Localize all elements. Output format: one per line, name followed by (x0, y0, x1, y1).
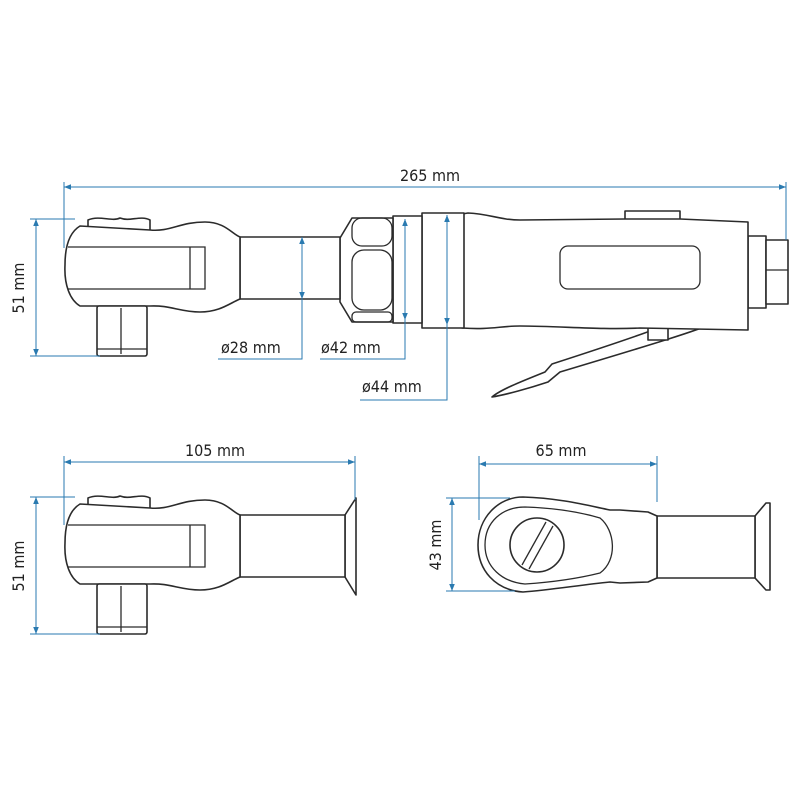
ratchet-head (64, 221, 241, 313)
direction-selector (509, 517, 565, 573)
air-inlet (765, 239, 789, 305)
motor-housing (461, 212, 749, 331)
head-side-dimensions (30, 456, 356, 635)
hex-nut (339, 217, 394, 323)
flange (754, 502, 771, 591)
collar (392, 215, 423, 324)
grip-label-area (559, 245, 701, 290)
head-top-dimensions (446, 456, 658, 592)
body-diameter-label: ø44 mm (362, 377, 422, 396)
head-top-view (477, 496, 771, 593)
length-label: 265 mm (400, 166, 460, 185)
square-drive (96, 305, 148, 357)
rear-fitting (747, 235, 767, 309)
height-label: 51 mm (9, 263, 28, 314)
housing-ring (421, 212, 465, 329)
head-side-view (64, 495, 357, 635)
flange (344, 497, 357, 596)
eye-length-label: 65 mm (536, 441, 587, 460)
nut-diameter-label: ø42 mm (321, 338, 381, 357)
side-view-tool (64, 210, 789, 398)
side-view-dimensions (30, 182, 787, 401)
shaft (239, 236, 341, 300)
head-height-label: 51 mm (9, 541, 28, 592)
shaft (656, 515, 756, 579)
shaft-diameter-label: ø28 mm (221, 338, 281, 357)
eye-height-label: 43 mm (426, 520, 445, 571)
shaft (239, 514, 346, 578)
head-length-label: 105 mm (185, 441, 245, 460)
